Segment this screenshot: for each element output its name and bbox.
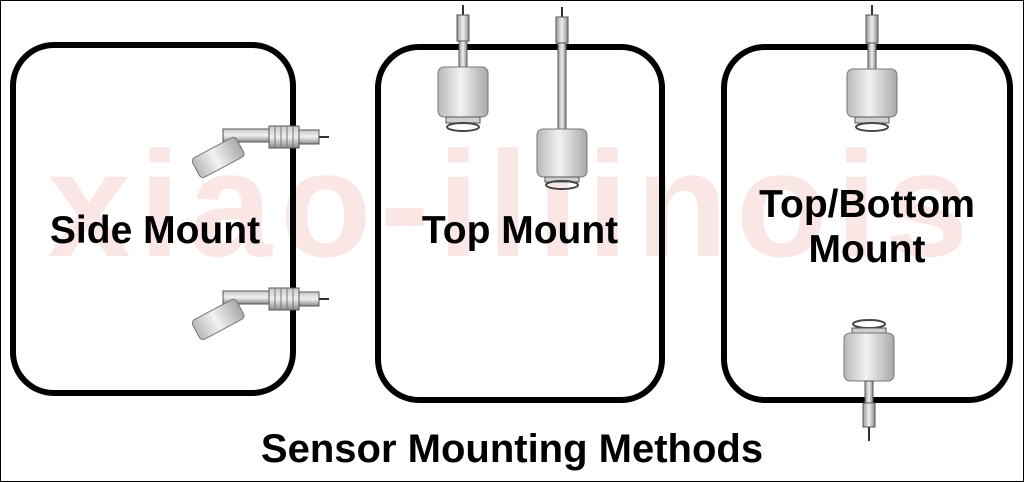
top-bottom-mount-label: Top/Bottom Mount	[721, 183, 1013, 273]
top-mount-float-switch-icon	[846, 5, 898, 132]
top-mount-float-switch-icon	[437, 5, 489, 132]
side-mount-float-switch-icon	[191, 125, 329, 179]
top-bottom-mount-label-line1: Top/Bottom	[759, 183, 975, 226]
top-mount-tank	[375, 44, 665, 403]
top-bottom-mount-label-line2: Mount	[808, 227, 926, 271]
top-mount-label: Top Mount	[421, 209, 619, 252]
side-mount-float-switch-icon	[191, 287, 329, 341]
side-mount-tank	[10, 42, 296, 396]
top-mount-float-switch-icon	[536, 7, 588, 190]
diagram-caption: Sensor Mounting Methods	[260, 427, 764, 471]
bottom-mount-float-switch-icon	[843, 319, 895, 441]
side-mount-label: Side Mount	[49, 209, 261, 252]
